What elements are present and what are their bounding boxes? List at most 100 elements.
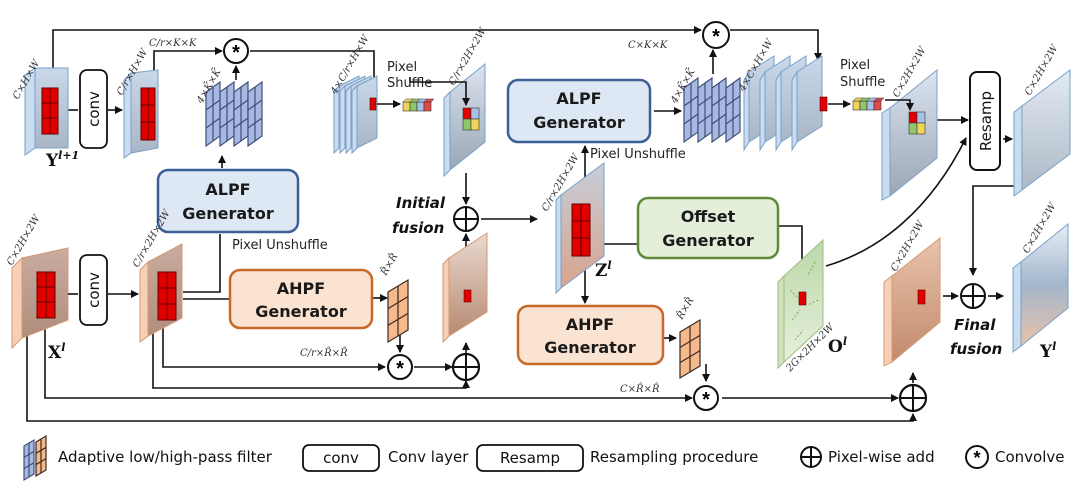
alpf-generator-right: ALPF Generator <box>506 78 652 144</box>
wire-xconv-alpf <box>183 234 221 293</box>
legend-convolve-icon: * <box>965 445 989 469</box>
filter-low-pass-left <box>205 80 263 148</box>
svg-text:Generator: Generator <box>255 302 347 321</box>
filter-grid <box>679 318 701 380</box>
var-y-out: Yl <box>1039 340 1056 362</box>
add-op-final-fusion <box>960 283 986 309</box>
filter-grid <box>387 278 409 344</box>
legend-add-icon <box>800 446 822 468</box>
svg-text:AHPF: AHPF <box>277 279 325 298</box>
svg-text:*: * <box>396 358 404 380</box>
legend-conv-box: conv <box>302 444 380 472</box>
ahpf-generator-left: AHPF Generator <box>228 268 374 330</box>
connection-wires <box>26 26 1014 422</box>
var-x: Xl <box>48 341 65 363</box>
svg-text:ALPF: ALPF <box>556 89 601 108</box>
var-z: Zl <box>595 259 612 281</box>
dim-filter-rr-right: R̂×R̂ <box>674 295 697 322</box>
wire-convolve-stack-right <box>730 29 822 61</box>
feature-map-shuffled-left <box>443 62 486 178</box>
feature-map-y-next <box>24 67 69 156</box>
convolve-op-bottom-right: * <box>693 385 719 411</box>
filter-grid <box>725 76 741 144</box>
legend-add-label: Pixel-wise add <box>828 448 935 466</box>
filter-low-pass-right <box>683 76 741 144</box>
ahpf-generator-right: AHPF Generator <box>516 304 665 366</box>
feature-map-resamp-out <box>1013 69 1071 197</box>
feature-map-offset <box>777 238 824 370</box>
legend-resamp-box: Resamp <box>476 444 584 472</box>
wire-o-resamp <box>825 137 967 267</box>
label-final-fusion-2: fusion <box>950 340 1002 358</box>
dim-filter-rr-left: R̂×R̂ <box>378 251 401 278</box>
label-pixel-shuffle-right-1: Pixel <box>840 58 870 73</box>
alpf-generator-left: ALPF Generator <box>156 168 300 234</box>
label-pixel-unshuffle-right: Pixel Unshuffle <box>590 147 686 162</box>
svg-text:*: * <box>702 389 710 411</box>
wire-resampout-finaladd <box>969 185 1014 276</box>
wire-xconv-convolve2 <box>162 325 386 371</box>
label-pixel-shuffle-left-2: Shuffle <box>387 76 432 91</box>
label-initial-fusion-2: fusion <box>392 219 444 237</box>
add-op-bottom-right <box>898 383 928 413</box>
wire-xconv-add <box>152 325 470 389</box>
svg-text:Generator: Generator <box>662 231 754 250</box>
svg-text:Resamp: Resamp <box>977 91 995 151</box>
var-o: Ol <box>828 335 847 357</box>
label-final-fusion-1: Final <box>954 316 996 334</box>
filter-grid <box>711 76 727 144</box>
filter-grid <box>23 438 35 482</box>
dim-ckk-top: C×K×K <box>628 40 668 51</box>
svg-text:conv: conv <box>323 449 359 467</box>
svg-text:conv: conv <box>85 272 103 308</box>
wire-feat-convolve <box>153 47 223 75</box>
filter-grid <box>697 76 713 144</box>
offset-generator: Offset Generator <box>636 196 780 260</box>
svg-text:*: * <box>973 448 980 468</box>
wire-x-convolve-right <box>44 328 693 402</box>
var-y-next: Yl+1 <box>45 149 79 171</box>
wire-x-bottom-add <box>26 330 917 422</box>
legend-convolve-label: Convolve <box>995 448 1065 466</box>
legend-filter-icon <box>23 434 47 482</box>
feature-map-high-freq-left <box>442 232 488 344</box>
filter-high-pass-left <box>387 278 409 344</box>
add-op-initial-fusion <box>453 206 479 232</box>
convolve-op-top-right: * <box>702 21 730 49</box>
filter-grid <box>233 80 249 148</box>
label-initial-fusion-1: Initial <box>396 194 446 212</box>
svg-text:Offset: Offset <box>681 207 736 226</box>
add-op-bottom-left <box>451 352 481 382</box>
svg-text:*: * <box>232 42 240 64</box>
legend-conv-label: Conv layer <box>388 448 469 466</box>
svg-text:Resamp: Resamp <box>500 449 560 467</box>
svg-text:ALPF: ALPF <box>205 180 250 199</box>
legend-filter-label: Adaptive low/high-pass filter <box>58 448 273 466</box>
svg-text:Generator: Generator <box>182 204 274 223</box>
feature-map-shuffled-right <box>881 68 938 201</box>
svg-text:Generator: Generator <box>544 338 636 357</box>
filter-grid <box>219 80 235 148</box>
feature-map-x <box>11 247 69 350</box>
resamp-block: Resamp <box>969 71 1001 171</box>
feature-stack-left <box>333 75 378 155</box>
dim-ckk-left: C/r×K×K <box>149 38 197 49</box>
convolve-op-top-left: * <box>223 38 249 64</box>
pixel-shuffle-cubes-left <box>377 98 435 112</box>
svg-text:Generator: Generator <box>533 113 625 132</box>
label-pixel-shuffle-left-1: Pixel <box>387 60 417 75</box>
filter-grid <box>35 434 47 478</box>
conv-layer-top: conv <box>79 69 108 149</box>
wire-cubes-shuffled-right <box>885 99 914 111</box>
svg-text:conv: conv <box>85 91 103 127</box>
filter-grid <box>247 80 263 148</box>
conv-layer-bottom: conv <box>79 254 108 326</box>
dim-conv-rr-left: C/r×R̂×R̂ <box>300 347 348 359</box>
wire-cubes-shuffled <box>409 77 470 106</box>
feature-map-final <box>883 236 941 367</box>
filter-high-pass-right <box>679 318 701 380</box>
feature-stack-right <box>743 55 828 152</box>
pixel-shuffle-cubes-right <box>828 97 885 111</box>
legend-resamp-label: Resampling procedure <box>590 448 758 466</box>
